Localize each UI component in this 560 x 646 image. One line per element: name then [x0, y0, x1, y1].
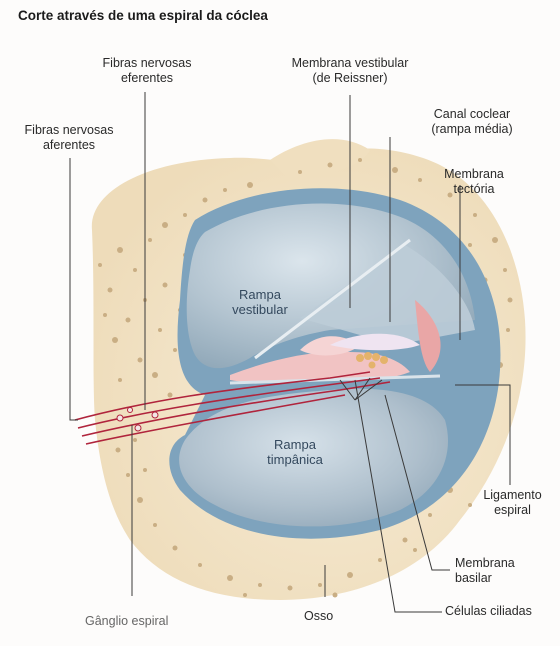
- leader-afferent: [70, 158, 78, 420]
- label-hair-cells: Células ciliadas: [445, 604, 532, 619]
- label-spiral-ganglion: Gânglio espiral: [85, 614, 168, 629]
- label-scala-tympani: Rampa timpânica: [250, 437, 340, 467]
- label-bone: Osso: [304, 609, 333, 624]
- label-efferent-fibers: Fibras nervosas eferentes: [92, 56, 202, 86]
- label-spiral-ligament: Ligamento espiral: [470, 488, 555, 518]
- label-afferent-fibers: Fibras nervosas aferentes: [14, 123, 124, 153]
- label-basilar-membrane: Membrana basilar: [455, 556, 515, 586]
- label-cochlear-canal: Canal coclear (rampa média): [412, 107, 532, 137]
- label-scala-vestibuli: Rampa vestibular: [215, 287, 305, 317]
- label-vestibular-membrane: Membrana vestibular (de Reissner): [280, 56, 420, 86]
- label-tectorial-membrane: Membrana tectória: [424, 167, 524, 197]
